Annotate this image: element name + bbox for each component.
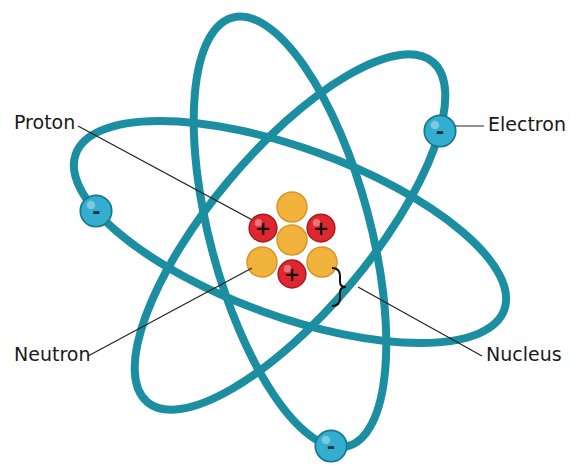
part-label: Electron — [488, 114, 566, 135]
proton-circle — [249, 214, 277, 242]
electron-ball: - — [423, 114, 457, 148]
neutron-ball — [307, 247, 337, 277]
neutron-ball — [277, 225, 307, 255]
electron-ball: - — [79, 194, 113, 228]
leader-lines — [78, 126, 484, 356]
proton-ball: + — [306, 213, 336, 243]
proton-circle — [278, 260, 306, 288]
proton-circle — [307, 214, 335, 242]
neutron-ball — [277, 192, 307, 222]
proton-ball: + — [277, 259, 307, 289]
part-label: Neutron — [14, 344, 90, 365]
electron-orbit — [155, 0, 424, 465]
charge-sign-plus: + — [255, 219, 271, 238]
electron-circle — [424, 115, 455, 146]
part-label: Nucleus — [486, 344, 562, 365]
charge-sign-plus: + — [313, 219, 329, 238]
electron-circle — [81, 196, 112, 227]
neutron-ball — [247, 247, 277, 277]
electron-circle — [315, 431, 346, 462]
electron-orbit — [86, 11, 494, 454]
charge-sign-minus: - — [92, 201, 100, 221]
part-label: Proton — [14, 112, 75, 133]
leader-line — [358, 287, 482, 356]
bracket — [332, 268, 346, 306]
electron-ball: - — [314, 429, 348, 463]
proton-ball: + — [248, 213, 278, 243]
charge-sign-plus: + — [284, 265, 300, 284]
charge-sign-minus: - — [436, 121, 444, 141]
charge-sign-minus: - — [327, 436, 335, 456]
orbits — [47, 0, 533, 465]
leader-line — [88, 268, 252, 356]
